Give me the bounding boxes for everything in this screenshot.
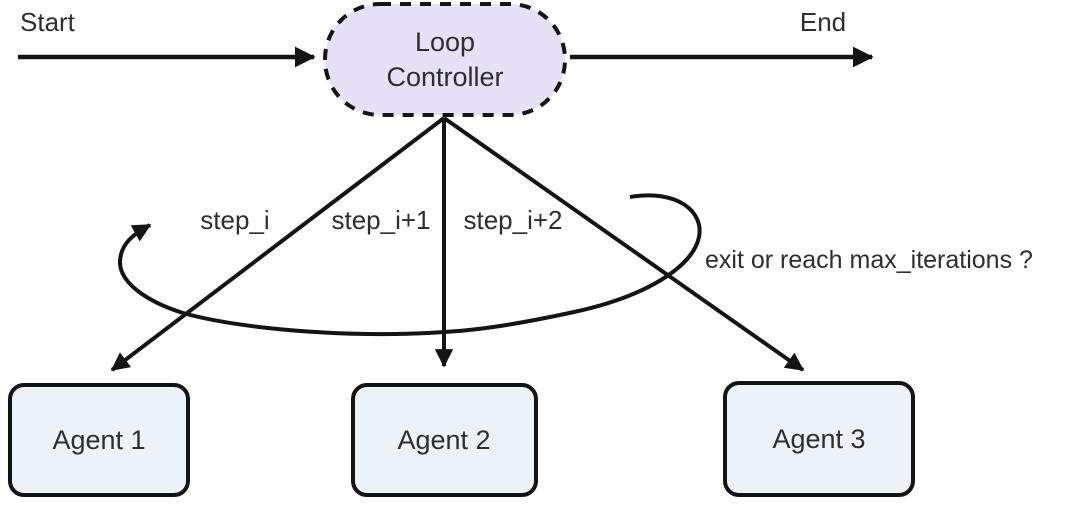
loop-iteration-arc <box>117 193 702 337</box>
agent1-label: Agent 1 <box>52 425 145 455</box>
edge-controller-to-agent3 <box>442 116 805 372</box>
agent3-label: Agent 3 <box>772 424 865 454</box>
loop-condition-label: exit or reach max_iterations ? <box>705 246 1033 274</box>
end-label: End <box>800 7 846 37</box>
step-label-i1: step_i+1 <box>331 205 430 235</box>
agent2-label: Agent 2 <box>397 425 490 455</box>
step-label-i2: step_i+2 <box>463 205 562 235</box>
loop-controller-label-line1: Loop <box>415 27 475 57</box>
loop-controller-node <box>323 2 567 117</box>
start-label: Start <box>20 7 76 37</box>
edge-controller-to-agent1 <box>110 116 446 372</box>
agent1-node <box>8 383 190 497</box>
agent2-node <box>351 383 538 497</box>
step-label-i: step_i <box>200 205 269 235</box>
loop-controller-label-line2: Controller <box>386 62 503 92</box>
agent3-node <box>723 381 915 497</box>
